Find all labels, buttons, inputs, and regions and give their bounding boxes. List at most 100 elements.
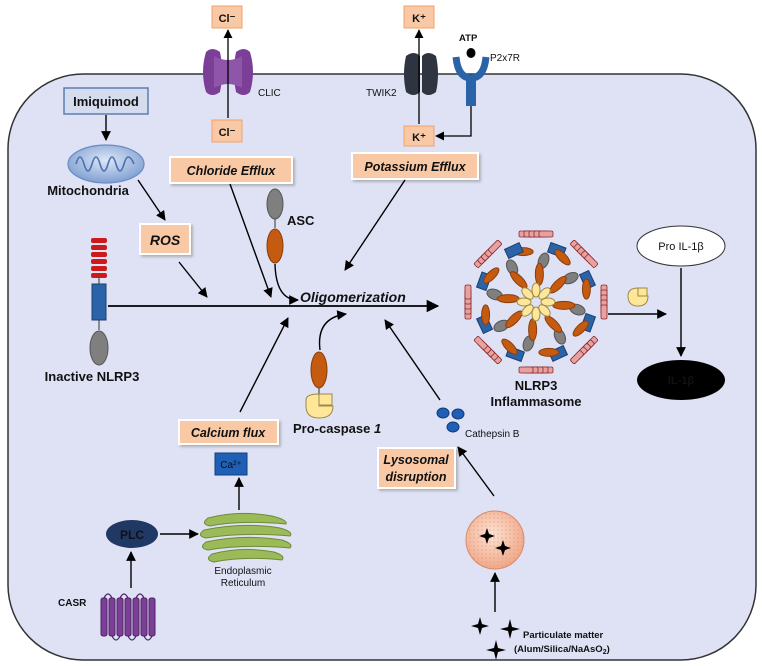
inflammasome-asc-card	[538, 347, 560, 357]
casr-label: CASR	[58, 598, 87, 609]
inflammasome-lrr-segment	[473, 336, 488, 350]
svg-text:Lysosomal: Lysosomal	[383, 453, 449, 467]
plc-ellipse: PLC	[106, 520, 158, 548]
mitochondria-label: Mitochondria	[47, 183, 129, 198]
procaspase-protein	[305, 351, 334, 419]
svg-text:ROS: ROS	[150, 232, 181, 248]
procaspase-arrow	[318, 310, 347, 351]
inflammasome-caspase-petal	[538, 304, 551, 317]
svg-text:Imiquimod: Imiquimod	[73, 94, 139, 109]
inflammasome-label-line2: Inflammasome	[490, 394, 581, 409]
inflammasome-caspase-petal	[540, 297, 556, 307]
inflammasome-lrr-segment	[488, 239, 502, 254]
inflammasome-lrr-segment	[600, 304, 608, 320]
chloride-efflux-box: Chloride Efflux	[169, 156, 293, 184]
particulate-label-line1: Particulate matter	[523, 630, 604, 641]
inflammasome-caspase-petal	[521, 287, 534, 300]
inflammasome-lrr-segment	[570, 350, 584, 365]
er-label-line1: Endoplasmic	[214, 566, 271, 577]
inflammasome-caspase-petal	[521, 304, 534, 317]
svg-text:K⁺: K⁺	[412, 13, 426, 25]
svg-text:Calcium flux: Calcium flux	[191, 426, 266, 440]
cathepsin-arrow	[384, 319, 441, 401]
ros-arrow	[178, 261, 208, 298]
particulate-label-line2: (Alum/Silica/NaAsO2)	[514, 644, 610, 656]
svg-text:K⁺: K⁺	[412, 132, 426, 144]
chloride-in-box: Cl⁻	[211, 119, 243, 143]
chloride-out-box: Cl⁻	[211, 5, 243, 29]
inflammasome-label-line1: NLRP3	[515, 378, 558, 393]
inflammasome-asc-card	[572, 320, 589, 337]
nlrp3-inflammasome-complex	[464, 230, 608, 374]
cell-membrane	[7, 73, 757, 661]
clic-label: CLIC	[258, 88, 281, 99]
atp-label: ATP	[459, 33, 478, 44]
svg-text:Cl⁻: Cl⁻	[219, 127, 236, 139]
mitochondria-icon	[67, 144, 145, 184]
mito-to-ros-arrow	[137, 179, 166, 221]
asc-protein	[266, 188, 284, 264]
il1b-ellipse: IL-1β	[637, 360, 725, 400]
inflammasome-caspase-petal	[516, 297, 532, 307]
oligomerization-label: Oligomerization	[300, 289, 406, 305]
particulate-matter-icon	[471, 617, 520, 660]
lysosome-arrow	[457, 446, 495, 497]
svg-text:disruption: disruption	[385, 470, 446, 484]
lysosome-icon	[465, 510, 525, 570]
atp-molecule	[466, 48, 476, 58]
inflammasome-lrr-segment	[538, 230, 554, 238]
cathepsin-b-icon	[436, 407, 465, 433]
procaspase-label: Pro-caspase 1	[293, 421, 381, 436]
lysosomal-disruption-box: Lysosomal disruption	[377, 447, 456, 489]
inflammasome-lrr-segment	[518, 366, 534, 374]
asc-arrow	[274, 263, 299, 305]
inflammasome-lrr-segment	[464, 284, 472, 300]
calcium-flux-box: Calcium flux	[178, 419, 279, 445]
inflammasome-asc-card	[581, 278, 591, 300]
inflammasome-nacht-domain	[503, 241, 524, 260]
p2x7r-to-k-arrow	[435, 106, 472, 141]
inflammasome-asc-card	[496, 294, 520, 304]
potassium-efflux-arrow	[344, 179, 406, 271]
chloride-efflux-arrow	[229, 183, 273, 298]
svg-text:Potassium Efflux: Potassium Efflux	[364, 160, 466, 174]
inflammasome-lrr-segment	[584, 254, 599, 268]
inflammasome-asc-card	[534, 262, 544, 286]
inactive-nlrp3-protein	[89, 238, 109, 366]
er-label-line2: Reticulum	[221, 578, 265, 589]
twik2-label: TWIK2	[366, 88, 397, 99]
inflammasome-asc-card	[483, 267, 500, 284]
inflammasome-asc-card	[481, 304, 491, 326]
twik2-channel	[404, 53, 438, 95]
potassium-in-box: K⁺	[403, 125, 435, 147]
p2x7r-receptor	[452, 56, 490, 106]
svg-text:PLC: PLC	[120, 528, 144, 542]
svg-text:Chloride Efflux: Chloride Efflux	[187, 164, 277, 178]
svg-text:IL-1β: IL-1β	[668, 375, 695, 387]
ros-box: ROS	[139, 223, 191, 255]
imiquimod-box: Imiquimod	[63, 87, 149, 115]
inflammasome-asc-card	[501, 338, 518, 355]
svg-text:Ca²⁺: Ca²⁺	[220, 460, 241, 471]
potassium-efflux-box: Potassium Efflux	[351, 152, 479, 180]
inflammasome-asc-card	[554, 249, 571, 266]
cathepsin-label: Cathepsin B	[465, 429, 520, 440]
calcium-flux-arrow	[239, 317, 289, 413]
inflammasome-asc-card	[552, 300, 576, 310]
active-caspase-icon	[627, 287, 649, 307]
casr-receptor	[100, 593, 156, 641]
svg-text:Pro IL-1β: Pro IL-1β	[658, 241, 703, 253]
pro-il1b-ellipse: Pro IL-1β	[636, 225, 726, 267]
svg-text:Cl⁻: Cl⁻	[219, 13, 236, 25]
asc-label: ASC	[287, 213, 315, 228]
inflammasome-caspase-petal	[538, 287, 551, 300]
inflammasome-caspase-petal	[531, 306, 541, 322]
p2x7r-label: P2x7R	[490, 53, 520, 64]
inflammasome-asc-card	[528, 318, 538, 342]
endoplasmic-reticulum-icon	[200, 512, 292, 563]
potassium-out-box: K⁺	[403, 5, 435, 29]
ca2-box: Ca²⁺	[214, 452, 248, 476]
inactive-nlrp3-label: Inactive NLRP3	[45, 369, 140, 384]
